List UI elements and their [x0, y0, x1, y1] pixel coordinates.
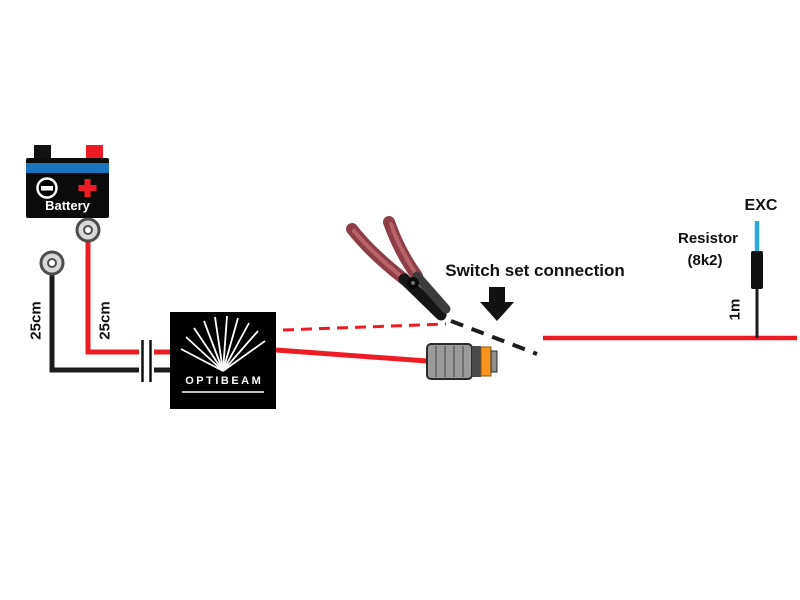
switch-loop-dashed-wire [282, 322, 447, 332]
down-arrow-icon [480, 287, 514, 321]
battery-terminal-negative [34, 145, 51, 161]
cut-wire-dashed-segment [450, 319, 538, 356]
pliers-handle-highlight [389, 222, 418, 276]
box-to-connector-wire [275, 347, 428, 364]
ring-hole [83, 225, 93, 235]
resistor-label: Resistor [677, 230, 739, 247]
battery-minus-bar [41, 186, 53, 191]
black-wire-length-label: 25cm [27, 301, 45, 340]
connector-lock [472, 346, 481, 377]
red-wire-length-label: 25cm [96, 301, 114, 340]
switch-set-connection-label: Switch set connection [445, 261, 625, 280]
wire-cutters-icon [346, 216, 451, 321]
connector-seal [480, 346, 492, 377]
resistor-body [751, 251, 763, 289]
switch-wire-length-label: 1m [726, 298, 744, 321]
pliers-jaw [412, 271, 451, 314]
optibeam-logo-rays [180, 315, 266, 372]
exc-label: EXC [744, 197, 778, 214]
resistor-assembly [751, 221, 763, 338]
wire-break-marks [139, 340, 154, 384]
ring-terminal-red [75, 217, 101, 243]
ring-terminal-black [39, 250, 65, 276]
pliers-handle-highlight [352, 229, 404, 279]
optibeam-brand-label: OPTIBEAM [185, 375, 264, 387]
battery-label: Battery [45, 198, 90, 213]
black-ground-wire [49, 274, 172, 373]
battery-plus-symbol-h [78, 185, 97, 191]
connector-tip [490, 350, 498, 373]
battery-blue-stripe [26, 163, 109, 173]
battery-terminal-positive [86, 145, 103, 161]
dt-connector [426, 343, 498, 380]
control-box [170, 312, 276, 409]
battery-icon [26, 145, 109, 218]
pliers-pivot-pin [411, 281, 415, 285]
connector-body [426, 343, 473, 380]
resistor-value-label: (8k2) [687, 252, 723, 269]
ring-hole [47, 258, 57, 268]
